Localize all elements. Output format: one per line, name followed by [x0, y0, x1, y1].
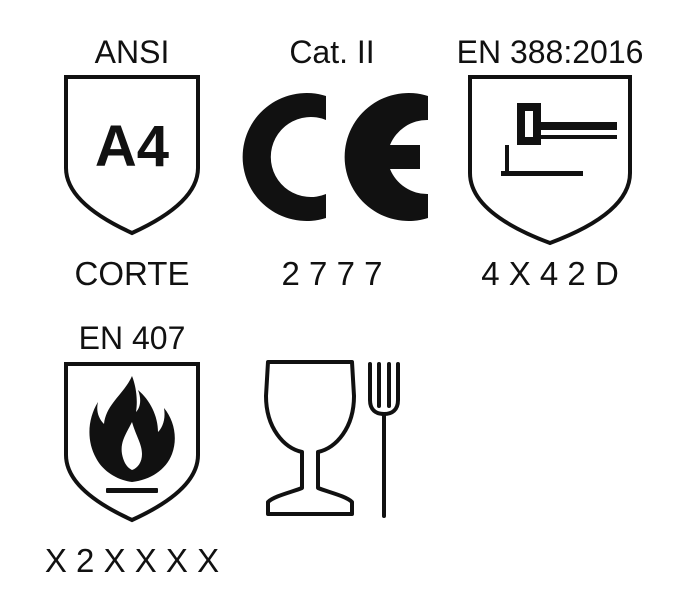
glass-and-fork-icon — [264, 360, 400, 518]
mechanical-hazard-hammer-icon — [501, 103, 617, 176]
ansi-header: ANSI — [94, 34, 170, 70]
ansi-level-label: A4 — [94, 114, 170, 179]
ansi-shield-icon — [64, 75, 200, 236]
en388-header: EN 388:2016 — [456, 34, 644, 70]
flame-icon — [89, 376, 175, 493]
en407-header: EN 407 — [78, 320, 186, 356]
en407-performance-code: X 2 X X X X — [44, 542, 220, 579]
en388-shield-icon — [468, 75, 632, 246]
en388-performance-code: 4 X 4 2 D — [481, 255, 619, 292]
ce-mark-icon — [242, 92, 428, 221]
ce-category-header: Cat. II — [289, 34, 375, 70]
ansi-caption: CORTE — [74, 255, 190, 292]
ce-notified-body-code: 2 7 7 7 — [281, 255, 383, 292]
en407-shield-icon — [64, 362, 200, 523]
